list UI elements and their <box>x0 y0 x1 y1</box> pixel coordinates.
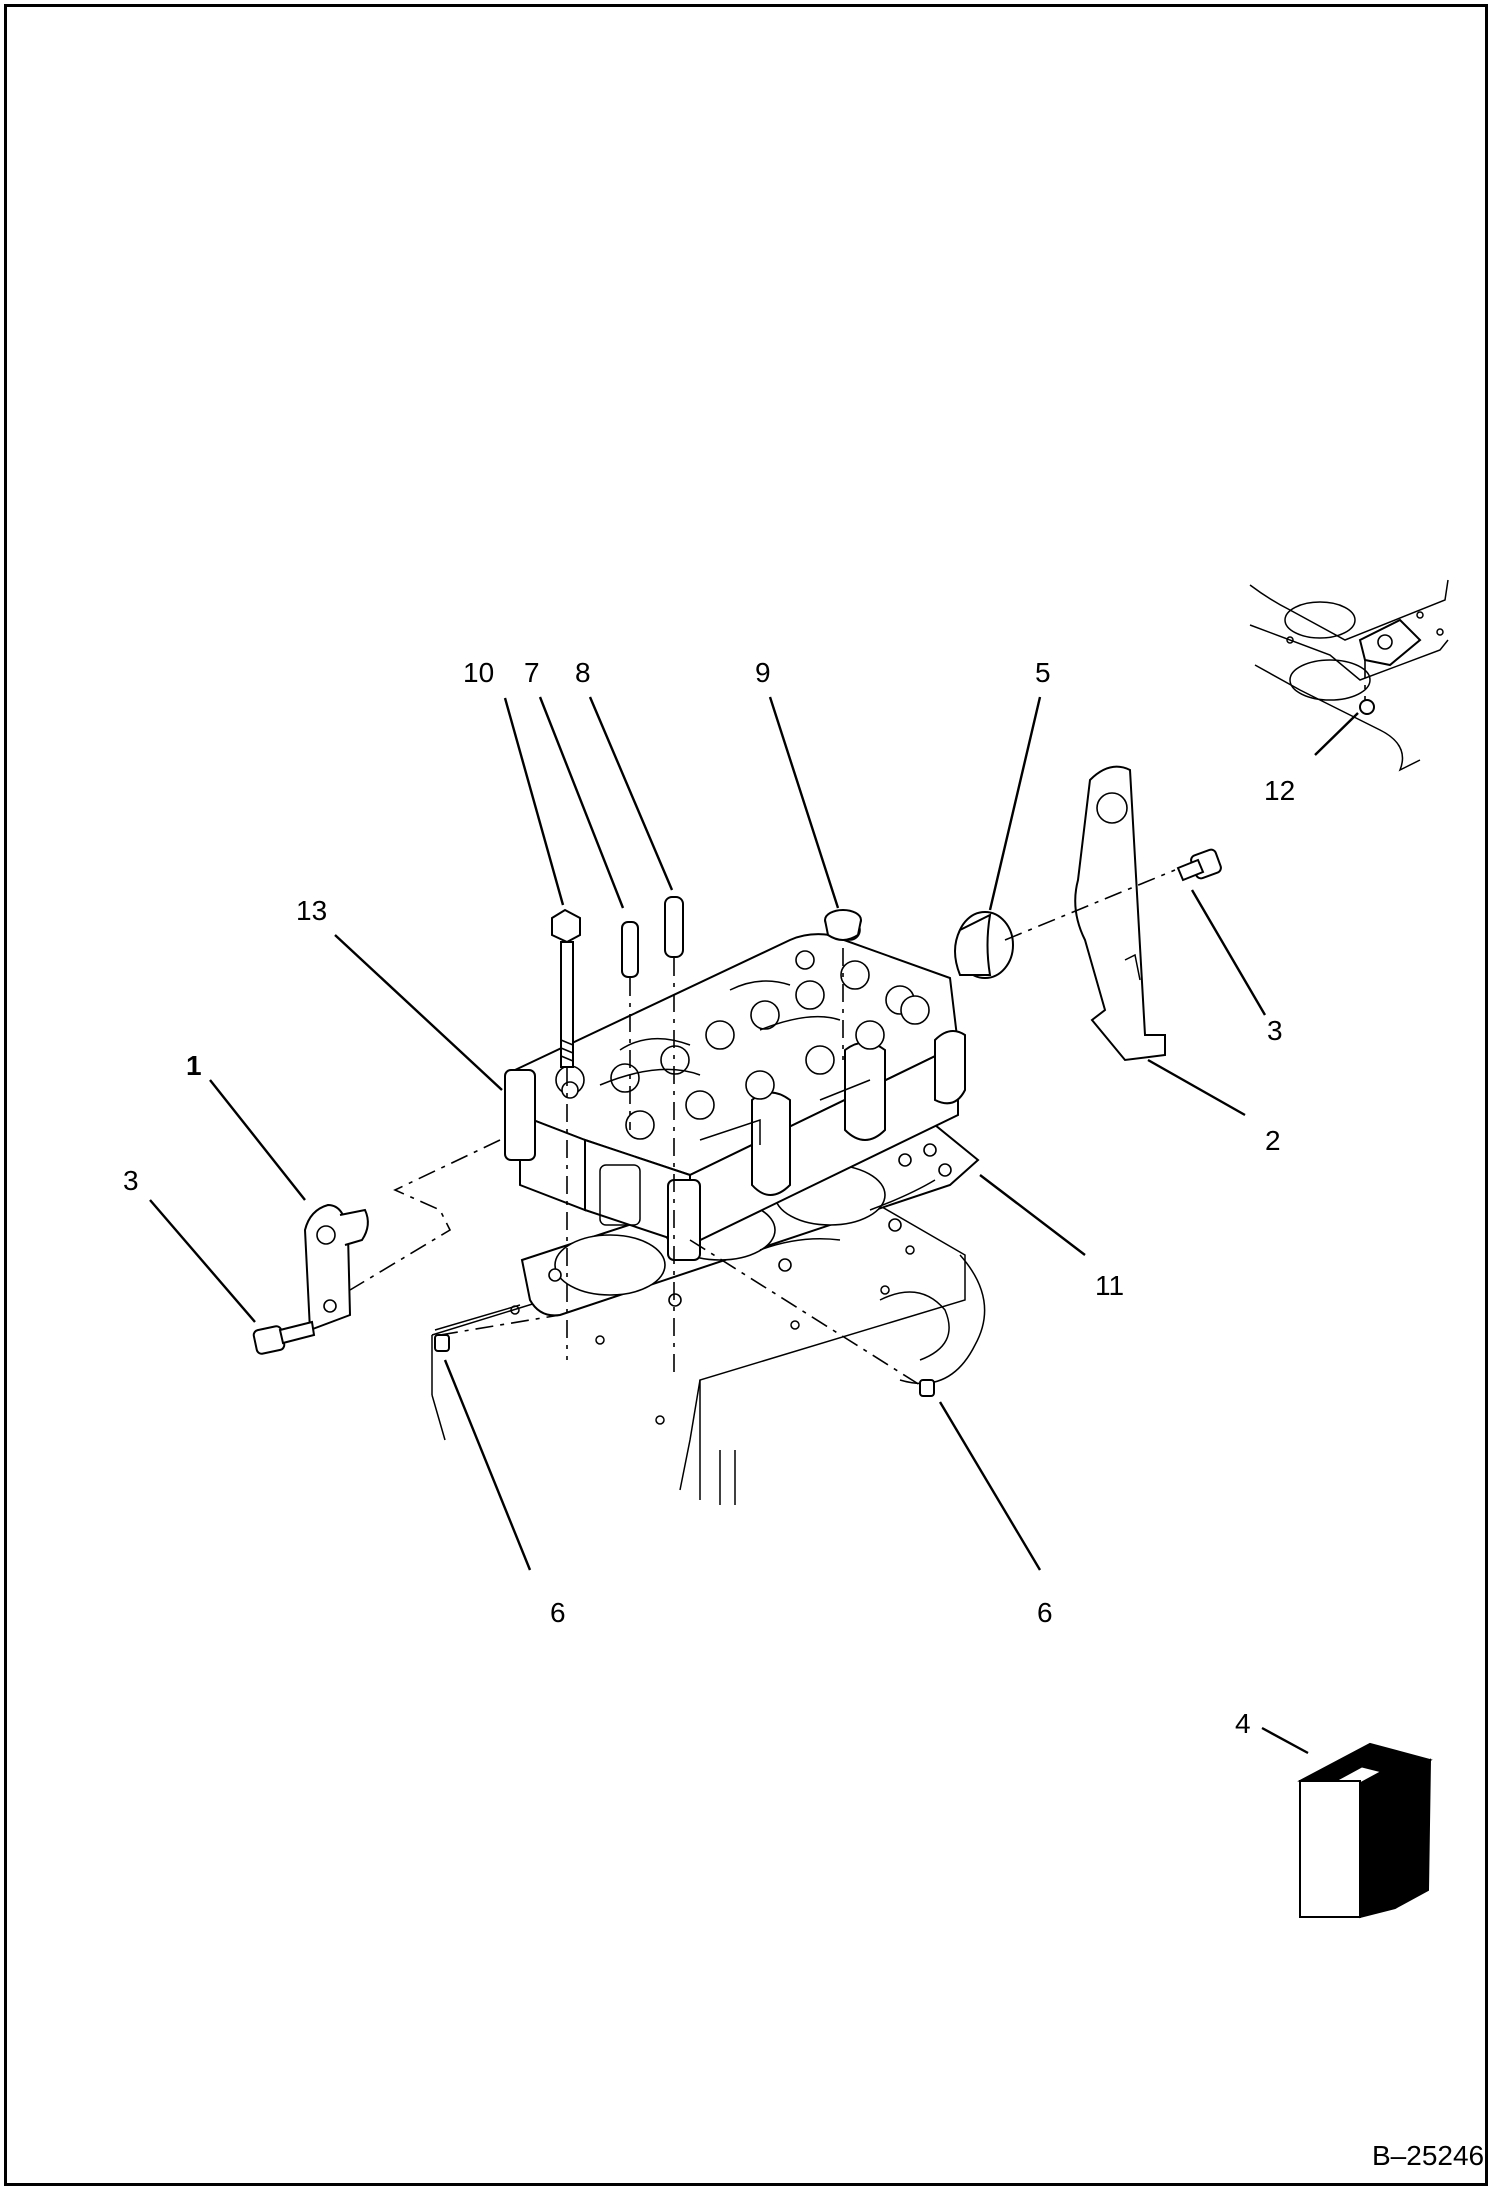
plug-cap <box>954 911 1014 979</box>
lift-bracket-left <box>303 1203 369 1332</box>
bolt-left <box>252 1320 316 1355</box>
gasket-kit-box <box>1297 1742 1433 1919</box>
dowel-pin-7 <box>621 921 639 978</box>
callout-12: 12 <box>1264 775 1295 806</box>
cylinder-head <box>504 919 966 1261</box>
callout-labels: 10 7 8 9 5 13 1 3 3 2 11 6 6 12 4 <box>123 657 1295 1739</box>
stud-left <box>434 1334 450 1352</box>
stud-right <box>919 1379 935 1397</box>
callout-2: 2 <box>1265 1125 1281 1156</box>
leader-lines <box>149 696 1359 1755</box>
callout-11: 11 <box>1095 1270 1124 1301</box>
dowel-pin-8 <box>664 896 684 958</box>
callout-6-left: 6 <box>550 1597 566 1628</box>
callout-6-right: 6 <box>1037 1597 1053 1628</box>
alignment-lines <box>349 869 1176 1386</box>
callout-5: 5 <box>1035 657 1051 688</box>
bolt-right <box>1176 848 1222 882</box>
callout-3-right: 3 <box>1267 1015 1283 1046</box>
sleeve <box>824 909 862 941</box>
callout-3-left: 3 <box>123 1165 139 1196</box>
head-bolt <box>551 908 581 1068</box>
inset-detail <box>1249 579 1449 772</box>
callout-7: 7 <box>524 657 540 688</box>
callout-10: 10 <box>463 657 494 688</box>
callout-8: 8 <box>575 657 591 688</box>
callout-13: 13 <box>296 895 327 926</box>
callout-1: 1 <box>186 1050 202 1081</box>
callout-4: 4 <box>1235 1708 1251 1739</box>
callout-9: 9 <box>755 657 771 688</box>
figure-number: B–25246 <box>1372 2140 1484 2171</box>
lift-bracket-right <box>1074 765 1166 1062</box>
